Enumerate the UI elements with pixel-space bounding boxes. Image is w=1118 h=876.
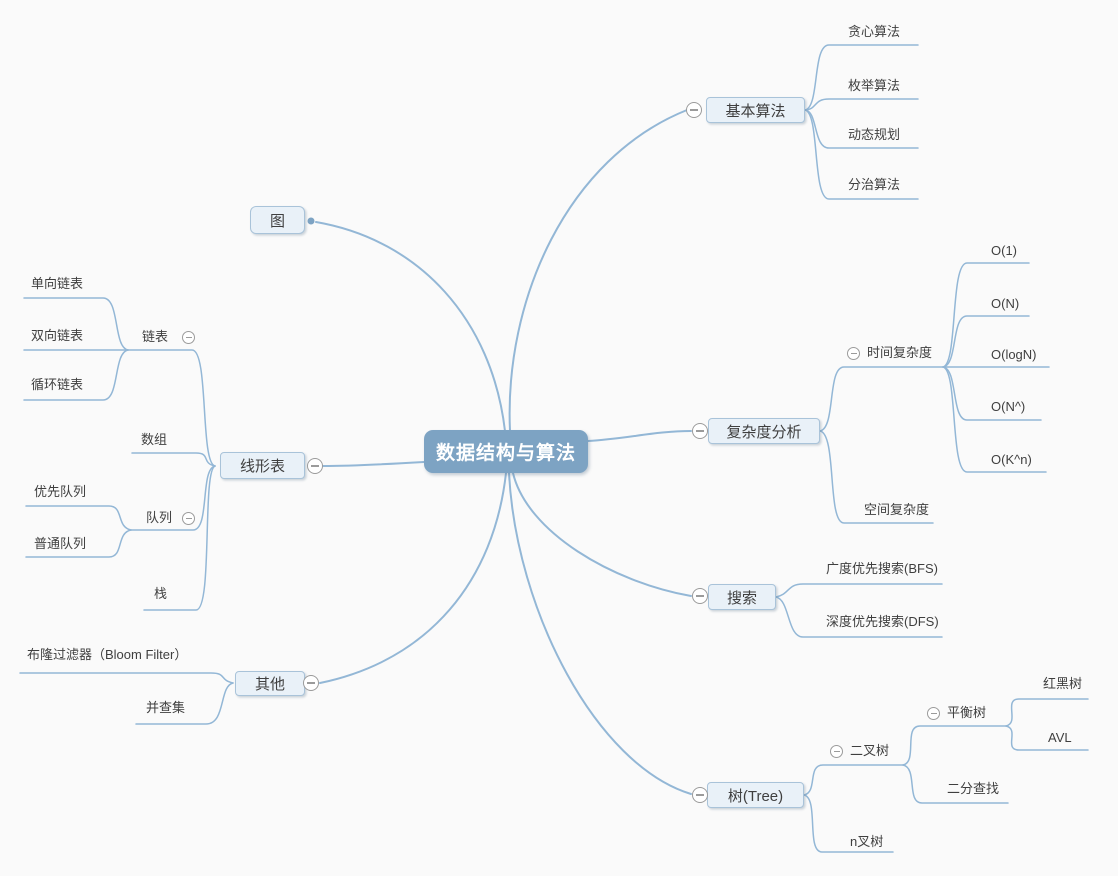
root-topic[interactable]: 数据结构与算法 [424, 430, 588, 473]
topic-linked-list[interactable]: 链表 [142, 329, 169, 344]
edge-root-basic-algorithms [508, 109, 688, 432]
topic-balanced-tree[interactable]: 平衡树 [947, 705, 987, 720]
edge-time-on-pow [942, 366, 1042, 421]
topic-bfs[interactable]: 广度优先搜索(BFS) [826, 561, 938, 576]
edge-linear-stack [143, 465, 216, 611]
topic-graph[interactable]: 图 [250, 206, 305, 234]
collapse-icon-search[interactable] [692, 588, 708, 604]
topic-array[interactable]: 数组 [141, 432, 168, 447]
collapse-icon-linked-list[interactable] [182, 331, 195, 344]
topic-dynamic-programming[interactable]: 动态规划 [848, 127, 901, 142]
topic-normal-queue[interactable]: 普通队列 [34, 536, 87, 551]
edge-basic-enumeration [804, 98, 919, 111]
edge-complexity-space [819, 430, 934, 524]
collapse-icon-others[interactable] [303, 675, 319, 691]
topic-circular-linked-list[interactable]: 循环链表 [31, 377, 84, 392]
edge-time-o1 [942, 262, 1030, 368]
topic-on-pow[interactable]: O(N^) [991, 399, 1026, 414]
edge-search-bfs [775, 583, 943, 598]
collapse-icon-queue[interactable] [182, 512, 195, 525]
edge-balanced-red-black [1005, 698, 1089, 727]
edge-linked-circular [23, 349, 129, 401]
topic-binary-search[interactable]: 二分查找 [947, 781, 1000, 796]
edge-queue-priority [25, 505, 132, 531]
topic-bloom-filter[interactable]: 布隆过滤器（Bloom Filter） [27, 647, 188, 662]
edge-root-others [319, 472, 507, 684]
topic-binary-tree[interactable]: 二叉树 [850, 743, 890, 758]
collapse-icon-balanced-tree[interactable] [927, 707, 940, 720]
edge-linked-singly [23, 297, 129, 351]
topic-okn[interactable]: O(K^n) [991, 452, 1032, 467]
edge-queue-normal [25, 529, 132, 558]
edge-time-on [942, 315, 1030, 368]
edge-balanced-avl [1005, 725, 1089, 751]
collapse-icon-tree[interactable] [692, 787, 708, 803]
topic-others[interactable]: 其他 [235, 671, 305, 696]
topic-priority-queue[interactable]: 优先队列 [34, 484, 87, 499]
edge-search-dfs [775, 596, 943, 638]
topic-o1[interactable]: O(1) [991, 243, 1017, 258]
edge-tree-binary-tree [803, 764, 904, 796]
edge-root-graph [315, 221, 506, 432]
edge-linear-linked-list [127, 349, 216, 467]
topic-red-black-tree[interactable]: 红黑树 [1043, 676, 1083, 691]
collapse-icon-linear-list[interactable] [307, 458, 323, 474]
edge-basic-divide-conquer [804, 109, 919, 200]
root-connectors [315, 109, 692, 795]
topic-dfs[interactable]: 深度优先搜索(DFS) [826, 614, 939, 629]
edge-tree-nary [803, 794, 894, 853]
topic-avl[interactable]: AVL [1048, 730, 1072, 745]
edge-root-search [512, 472, 692, 597]
edge-binary-balanced [902, 725, 1007, 766]
edge-root-complexity-analysis [587, 430, 692, 442]
topic-greedy[interactable]: 贪心算法 [848, 24, 901, 39]
collapse-icon-time-complexity[interactable] [847, 347, 860, 360]
topic-time-complexity[interactable]: 时间复杂度 [867, 345, 933, 360]
edge-binary-binary-search [902, 764, 1009, 804]
topic-search[interactable]: 搜索 [708, 584, 776, 610]
topic-nary-tree[interactable]: n叉树 [850, 834, 884, 849]
topic-stack[interactable]: 栈 [154, 586, 168, 601]
edge-others-union-find [135, 682, 234, 725]
topic-singly-linked-list[interactable]: 单向链表 [31, 276, 84, 291]
topic-space-complexity[interactable]: 空间复杂度 [864, 502, 930, 517]
topic-queue[interactable]: 队列 [146, 510, 173, 525]
topic-tree[interactable]: 树(Tree) [707, 782, 804, 808]
collapse-icon-binary-tree[interactable] [830, 745, 843, 758]
topic-ologn[interactable]: O(logN) [991, 347, 1037, 362]
topic-on[interactable]: O(N) [991, 296, 1020, 311]
topic-doubly-linked-list[interactable]: 双向链表 [31, 328, 84, 343]
edge-linear-array [131, 452, 216, 467]
edge-root-linear-list [322, 461, 425, 467]
collapsed-children-dot-graph[interactable] [307, 217, 315, 225]
topic-divide-conquer[interactable]: 分治算法 [848, 177, 901, 192]
branch-connectors [19, 44, 1089, 853]
edge-linear-queue [130, 465, 216, 531]
edge-time-okn [942, 366, 1047, 473]
topic-union-find[interactable]: 并查集 [146, 700, 186, 715]
edge-others-bloom-filter [19, 672, 234, 684]
topic-complexity-analysis[interactable]: 复杂度分析 [708, 418, 820, 444]
edge-basic-greedy [804, 44, 919, 111]
collapse-icon-complexity-analysis[interactable] [692, 423, 708, 439]
topic-enumeration[interactable]: 枚举算法 [848, 78, 901, 93]
collapse-icon-basic-algorithms[interactable] [686, 102, 702, 118]
edge-basic-dynamic-programming [804, 109, 919, 149]
edge-root-tree [508, 472, 692, 795]
edge-complexity-time [819, 366, 944, 432]
topic-basic-algorithms[interactable]: 基本算法 [706, 97, 805, 123]
topic-linear-list[interactable]: 线形表 [220, 452, 305, 479]
